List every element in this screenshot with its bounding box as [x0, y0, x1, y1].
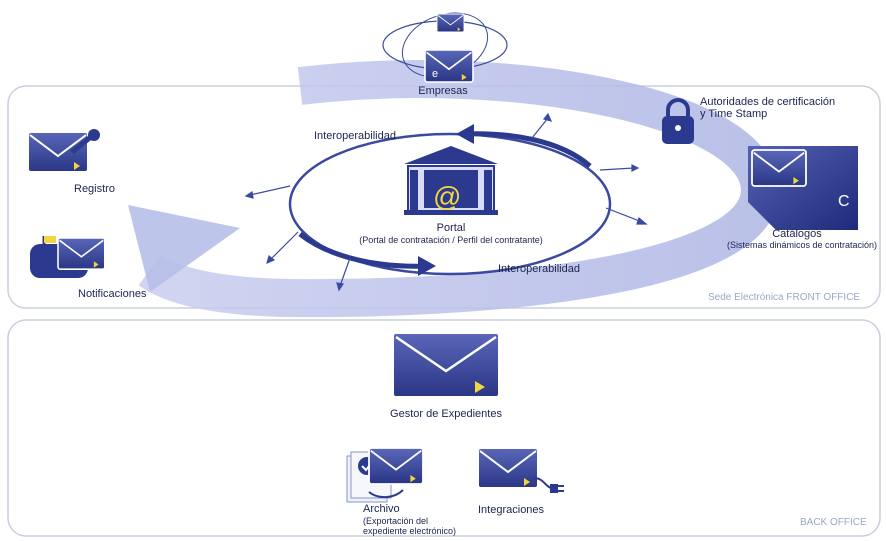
- interop-label-top: Interoperabilidad: [314, 130, 396, 142]
- inner-ellipse: [288, 132, 612, 276]
- catalogos-subtitle: (Sistemas dinámicos de contratación): [726, 240, 878, 250]
- portal-title: Portal: [436, 222, 466, 234]
- interop-arrowhead-top: [456, 124, 474, 144]
- autoridades-label-line2: y Time Stamp: [700, 108, 768, 120]
- archive-icon: [346, 447, 424, 503]
- archivo-title: Archivo: [363, 503, 400, 515]
- bank-icon: [404, 146, 498, 215]
- catalog-icon: [748, 146, 858, 230]
- autoridades-label-line1: Autoridades de certificación: [700, 96, 836, 108]
- lock-icon: [662, 98, 694, 144]
- portal-subtitle: (Portal de contratación / Perfil del con…: [359, 235, 543, 245]
- portal-at-symbol: @: [433, 181, 461, 212]
- archivo-subtitle-line1: (Exportación del: [363, 516, 429, 526]
- plug-icon: [477, 447, 564, 493]
- interop-arrow-top: [461, 131, 592, 168]
- integraciones-label: Integraciones: [478, 504, 545, 516]
- mailbox-icon: [30, 236, 106, 278]
- front-office-zone-label: Sede Electrónica FRONT OFFICE: [708, 292, 861, 303]
- outer-flow-ring: [138, 60, 780, 318]
- envelope-e-letter: e: [432, 68, 438, 80]
- catalogos-title: Catálogos: [772, 228, 822, 240]
- gestor-label: Gestor de Expedientes: [390, 408, 502, 420]
- stamp-icon: [27, 129, 100, 173]
- archivo-subtitle-line2: expediente electrónico): [363, 526, 457, 536]
- back-office-panel: [7, 319, 881, 537]
- back-office-zone-label: BACK OFFICE: [800, 517, 867, 528]
- registro-label: Registro: [74, 183, 115, 195]
- outer-flow-arrowhead: [128, 205, 240, 292]
- catalog-letter: C: [838, 193, 850, 210]
- interop-label-bottom: Interoperabilidad: [498, 263, 580, 275]
- empresas-emblem: [382, 12, 508, 83]
- interop-arrowhead-bottom: [418, 256, 436, 276]
- interop-arrow-bottom: [298, 232, 429, 269]
- empresas-label: Empresas: [418, 85, 468, 97]
- gestor-envelope-icon: [392, 332, 500, 398]
- notificaciones-label: Notificaciones: [78, 288, 147, 300]
- radial-arrows: [244, 112, 648, 292]
